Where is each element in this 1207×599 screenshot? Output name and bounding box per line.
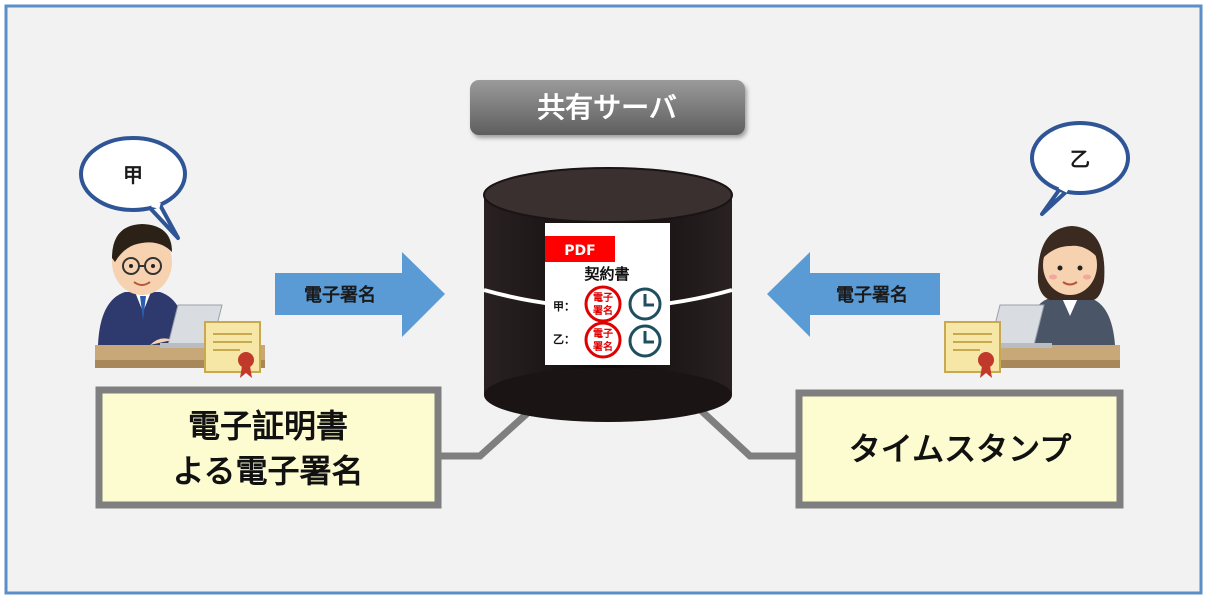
seal-b-line1: 電子 [593, 328, 613, 340]
speech-bubble-b [1030, 121, 1130, 216]
callout-left-line2: よる電子署名 [172, 452, 363, 490]
row-a-label: 甲： [553, 300, 575, 313]
row-b-label: 乙： [553, 333, 575, 346]
callout-right-text: タイムスタンプ [849, 430, 1072, 468]
document-title: 契約書 [583, 265, 629, 283]
seal-a-line2: 署名 [592, 304, 613, 317]
signature-arrow-right [767, 252, 940, 337]
pdf-badge-text: PDF [564, 243, 595, 259]
person-a-illustration [95, 224, 265, 378]
seal-a-line1: 電子 [593, 292, 613, 304]
signature-arrow-left [275, 252, 445, 337]
speech-bubble-a [79, 136, 187, 240]
signature-arrow-left-text: 電子署名 [304, 284, 376, 306]
server-label [470, 80, 745, 135]
person-b-illustration [944, 226, 1120, 378]
party-a-name: 甲 [123, 163, 143, 187]
callout-timestamp [795, 389, 1124, 509]
party-b-name: 乙 [1070, 147, 1090, 171]
signature-arrow-right-text: 電子署名 [836, 284, 908, 306]
clock-icon [628, 287, 662, 321]
server-label-text: 共有サーバ [537, 91, 677, 124]
seal-b-line2: 署名 [592, 340, 613, 353]
callout-certificate-signature [95, 386, 442, 509]
callout-left-line1: 電子証明書 [188, 407, 348, 445]
seal-a-stamp [584, 285, 622, 323]
clock-icon [628, 324, 662, 358]
seal-b-stamp [584, 321, 622, 359]
pdf-badge [545, 236, 615, 262]
